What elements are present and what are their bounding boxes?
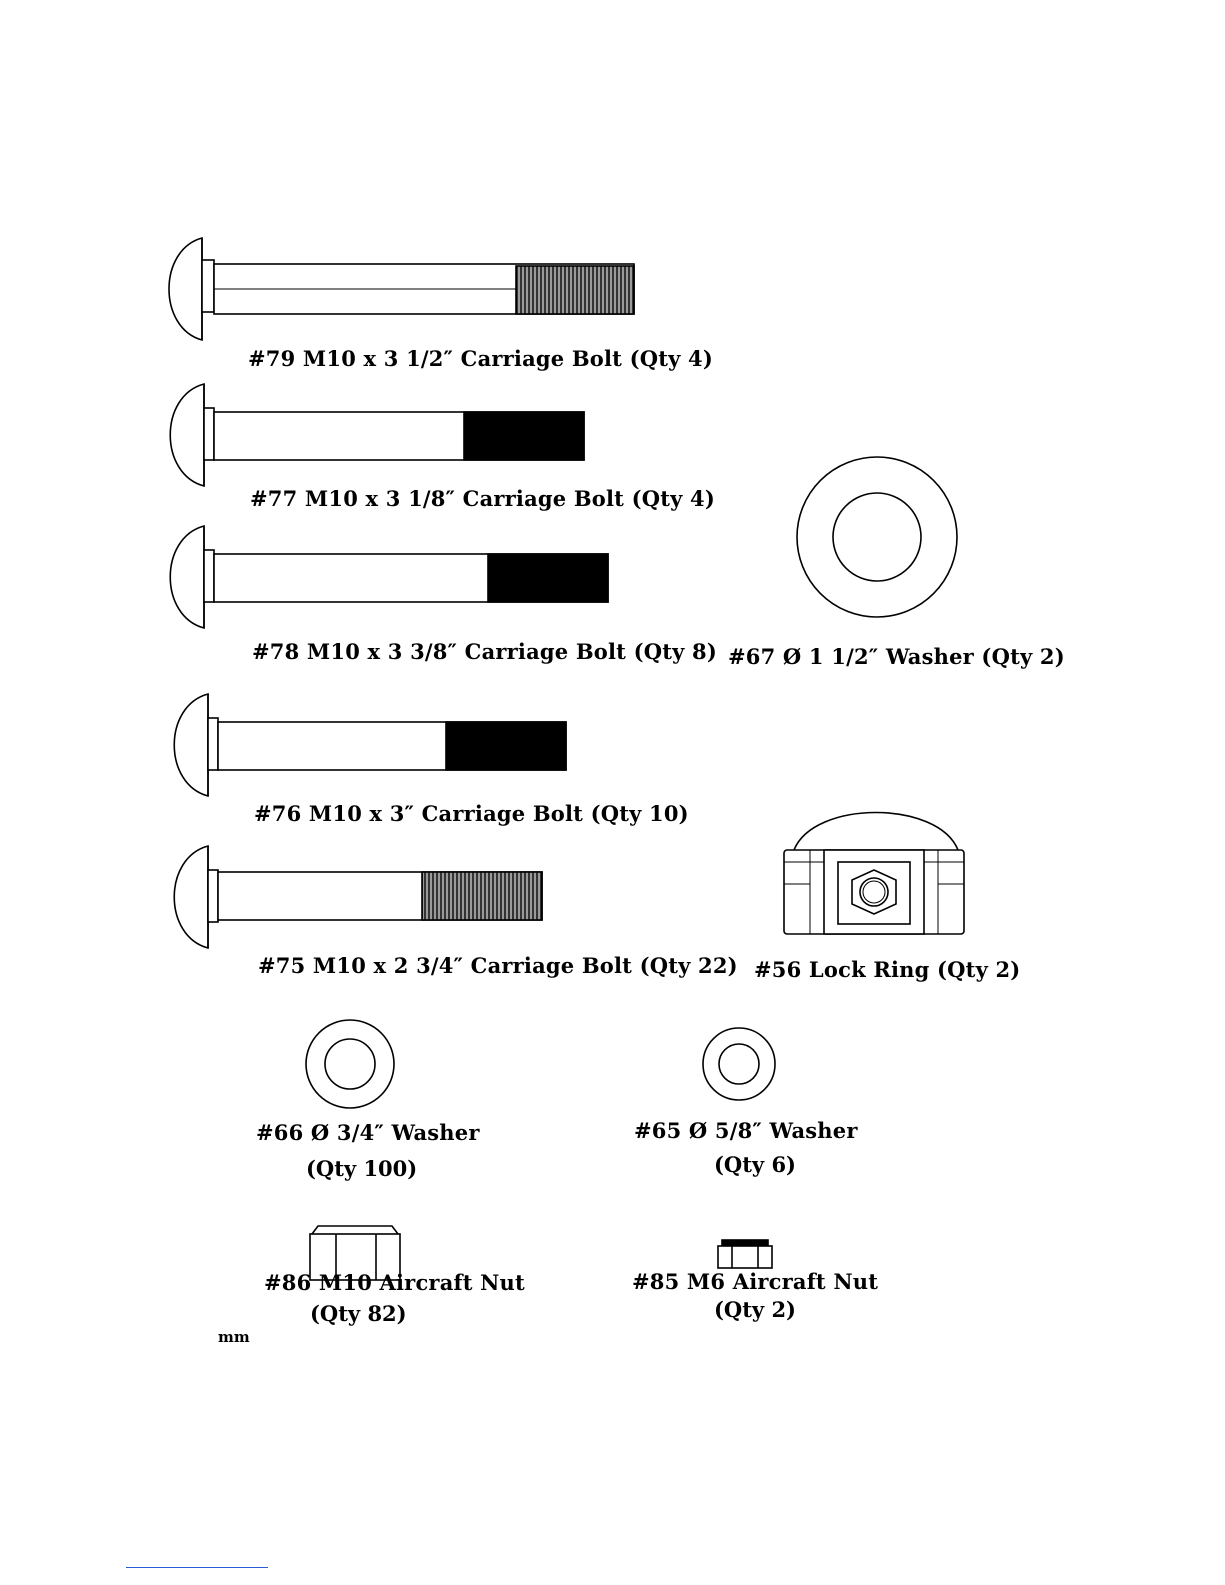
label-78: #78 M10 x 3 3/8″ Carriage Bolt (Qty 8) (252, 639, 717, 664)
washer-67-icon (796, 456, 958, 618)
qty-66: (Qty 100) (306, 1156, 418, 1181)
bolt-78-icon (169, 524, 609, 630)
qty-65: (Qty 6) (714, 1152, 796, 1177)
label-85: #85 M6 Aircraft Nut (632, 1269, 879, 1294)
bolt-75-icon (173, 844, 543, 950)
bolt-77-icon (169, 382, 585, 488)
nut-86-icon (309, 1225, 401, 1281)
washer-66-icon (305, 1019, 395, 1109)
label-66: #66 Ø 3/4″ Washer (256, 1120, 480, 1145)
label-75: #75 M10 x 2 3/4″ Carriage Bolt (Qty 22) (258, 953, 738, 978)
label-65: #65 Ø 5/8″ Washer (634, 1118, 858, 1143)
qty-86: (Qty 82) (310, 1301, 407, 1326)
label-67: #67 Ø 1 1/2″ Washer (Qty 2) (728, 644, 1065, 669)
qty-85: (Qty 2) (714, 1297, 796, 1322)
label-56: #56 Lock Ring (Qty 2) (754, 957, 1021, 982)
unit-mark: mm (218, 1328, 250, 1346)
bottom-rule (126, 1567, 268, 1568)
label-77: #77 M10 x 3 1/8″ Carriage Bolt (Qty 4) (250, 486, 715, 511)
label-79: #79 M10 x 3 1/2″ Carriage Bolt (Qty 4) (248, 346, 713, 371)
bolt-79-icon (168, 236, 635, 342)
lock-ring-56-icon (783, 811, 965, 935)
washer-65-icon (702, 1027, 776, 1101)
nut-85-icon (717, 1239, 773, 1269)
label-86: #86 M10 Aircraft Nut (264, 1270, 525, 1295)
bolt-76-icon (173, 692, 567, 798)
label-76: #76 M10 x 3″ Carriage Bolt (Qty 10) (254, 801, 689, 826)
